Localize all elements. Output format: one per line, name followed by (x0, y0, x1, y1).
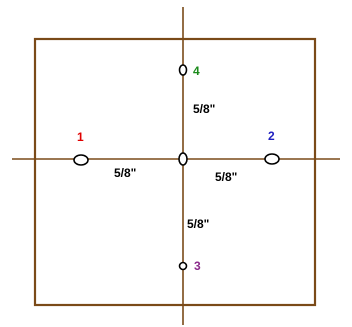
hole-4-label: 4 (193, 64, 200, 78)
dimension-bottom-label: 5/8" (187, 217, 209, 231)
hole-3-marker (178, 261, 188, 271)
hole-2-label: 2 (268, 129, 275, 143)
hole-1-marker (73, 154, 89, 166)
hole-2-marker (264, 153, 280, 165)
hole-1-label: 1 (77, 130, 84, 144)
hole-3-label: 3 (194, 259, 201, 273)
dimension-left-label: 5/8" (114, 166, 136, 180)
square-frame (33, 37, 317, 307)
hole-4-marker (178, 64, 188, 76)
dimension-right-label: 5/8" (215, 170, 237, 184)
center-hole-marker (178, 152, 188, 166)
dimension-top-label: 5/8" (193, 102, 215, 116)
